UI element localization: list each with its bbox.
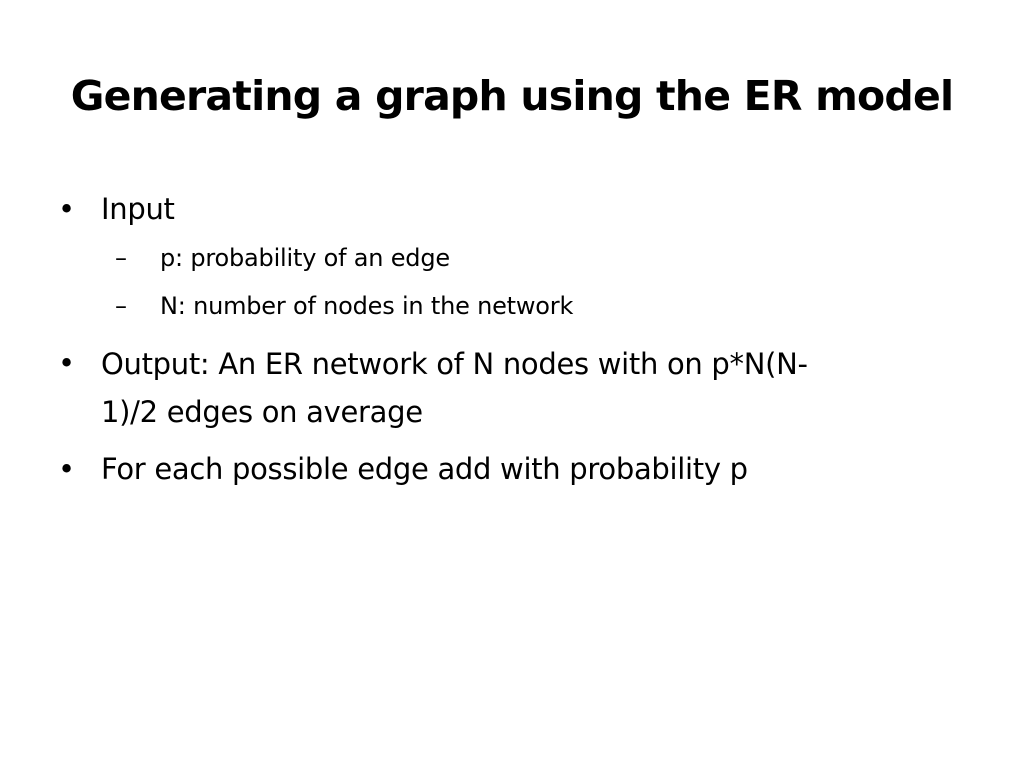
sub-bullet-text: p: probability of an edge (160, 244, 450, 272)
slide-title: Generating a graph using the ER model (70, 72, 954, 120)
sub-bullet-text: N: number of nodes in the network (160, 292, 574, 320)
sub-bullet-nodes: – N: number of nodes in the network (115, 282, 958, 330)
bullet-text-line-2: 1)/2 edges on average (101, 395, 423, 429)
bullet-procedure: • For each possible edge add with probab… (58, 446, 958, 492)
bullet-text-line-1: Output: An ER network of N nodes with on… (101, 347, 808, 381)
bullet-marker: • (58, 192, 75, 226)
bullet-text: Output: An ER network of N nodes with on… (101, 340, 931, 436)
sub-bullet-marker: – (115, 292, 127, 320)
bullet-output: • Output: An ER network of N nodes with … (58, 340, 958, 436)
sub-bullet-list: – p: probability of an edge – N: number … (101, 234, 958, 330)
sub-bullet-probability: – p: probability of an edge (115, 234, 958, 282)
bullet-marker: • (58, 452, 75, 486)
bullet-input: • Input – p: probability of an edge – N:… (58, 186, 958, 330)
sub-bullet-marker: – (115, 244, 127, 272)
bullet-text: Input (101, 192, 175, 226)
bullet-list: • Input – p: probability of an edge – N:… (58, 186, 958, 502)
bullet-text: For each possible edge add with probabil… (101, 452, 748, 486)
bullet-marker: • (58, 346, 75, 380)
